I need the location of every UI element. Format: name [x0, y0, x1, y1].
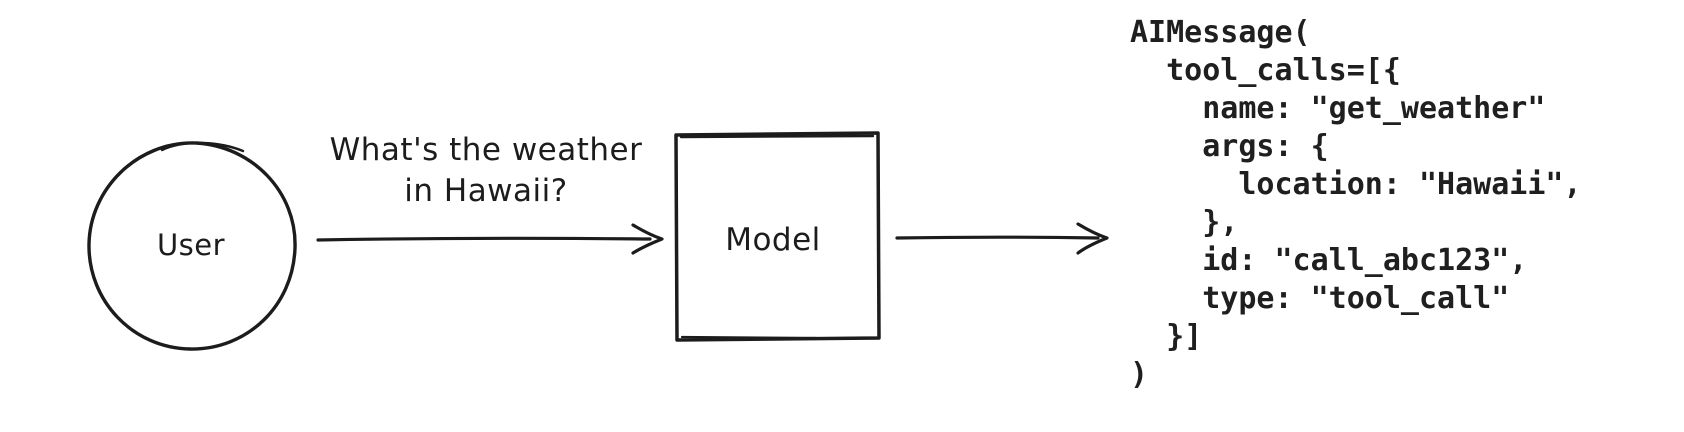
request-arrow-label: What's the weather in Hawaii?	[316, 130, 656, 212]
request-arrow-label-line2: in Hawaii?	[404, 173, 568, 209]
user-circle-shape	[87, 141, 297, 351]
user-node-label: User	[156, 228, 226, 262]
model-node-label: Model	[725, 222, 821, 258]
response-arrow	[895, 222, 1109, 255]
ai-message-code: AIMessage( tool_calls=[{ name: "get_weat…	[1130, 15, 1582, 392]
request-arrow	[316, 223, 664, 255]
model-box-shape	[674, 131, 881, 342]
request-arrow-label-line1: What's the weather	[329, 132, 643, 168]
